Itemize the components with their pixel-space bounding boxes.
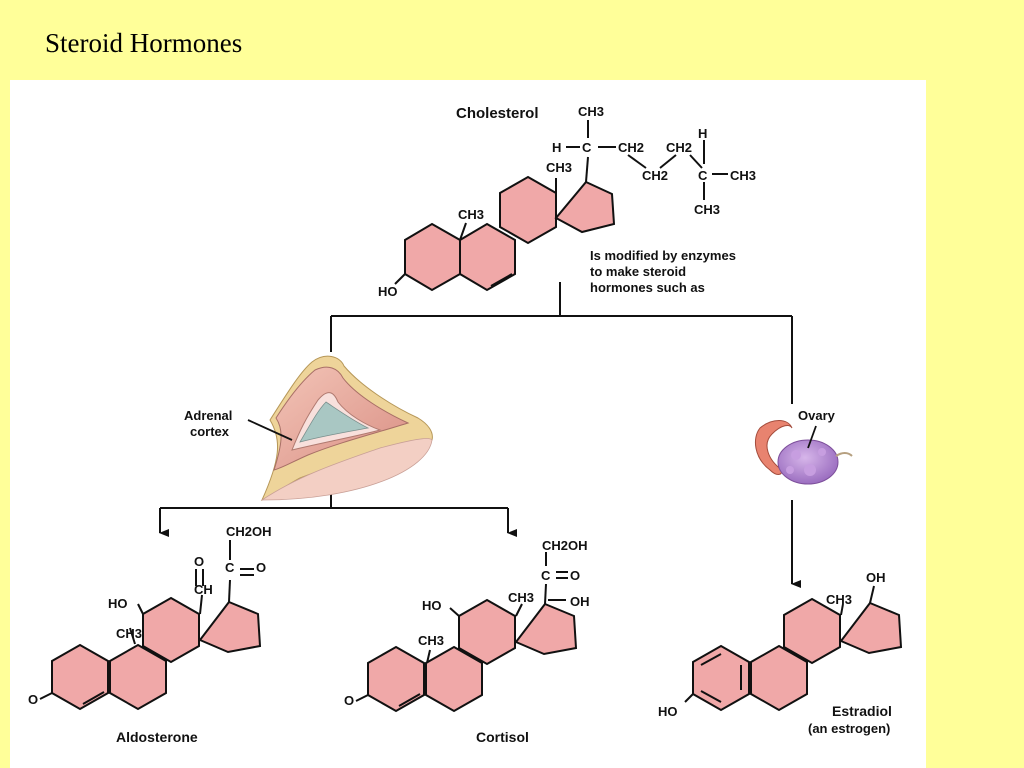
- cholesterol-c-branch: C: [582, 140, 592, 155]
- cortisol-c: C: [541, 568, 551, 583]
- cholesterol-ring-a: [404, 222, 461, 292]
- adrenal-label-line-2: cortex: [190, 424, 230, 439]
- aldosterone-ch3: CH3: [116, 626, 142, 641]
- aldosterone-ring-a: [51, 643, 109, 711]
- estradiol-ring-b: [750, 644, 808, 712]
- caption-line-2: to make steroid: [590, 264, 686, 279]
- aldosterone-o-ring: O: [28, 692, 38, 707]
- aldosterone-label: Aldosterone: [116, 729, 198, 745]
- cortisol-ch2oh: CH2OH: [542, 538, 588, 553]
- pathway-lines: [159, 282, 801, 588]
- adrenal-label-line-1: Adrenal: [184, 408, 232, 423]
- cholesterol-ho: HO: [378, 284, 398, 299]
- aldosterone-o-aldehyde: O: [194, 554, 204, 569]
- cholesterol-h-right: H: [698, 126, 707, 141]
- aldosterone-o-ketone: O: [256, 560, 266, 575]
- caption-line-3: hormones such as: [590, 280, 705, 295]
- aldosterone-structure: [39, 540, 262, 711]
- aldosterone-ring-b: [109, 643, 167, 711]
- cholesterol-structure: [394, 120, 728, 292]
- ovary-illustration: [754, 420, 853, 485]
- cholesterol-ch2-a: CH2: [618, 140, 644, 155]
- cortisol-ch3-c18: CH3: [508, 590, 534, 605]
- aldosterone-c: C: [225, 560, 235, 575]
- estradiol-oh: OH: [866, 570, 886, 585]
- cortisol-o-ring: O: [344, 693, 354, 708]
- aldosterone-ch2oh: CH2OH: [226, 524, 272, 539]
- aldosterone-ch: CH: [194, 582, 213, 597]
- caption-line-1: Is modified by enzymes: [590, 248, 736, 263]
- estradiol-ring-d: [839, 601, 903, 655]
- estradiol-ring-c: [783, 597, 841, 665]
- cholesterol-ch3-c19: CH3: [458, 207, 484, 222]
- slide-title: Steroid Hormones: [45, 28, 243, 58]
- cortisol-label: Cortisol: [476, 729, 529, 745]
- cortisol-ring-a: [367, 645, 425, 713]
- ovary-label: Ovary: [798, 408, 836, 423]
- cholesterol-c-terminal: C: [698, 168, 708, 183]
- cortisol-structure: [355, 552, 578, 713]
- cortisol-oh: OH: [570, 594, 590, 609]
- cholesterol-ch2-b: CH2: [642, 168, 668, 183]
- cortisol-ring-b: [425, 645, 483, 713]
- estradiol-structure: [684, 585, 903, 712]
- cholesterol-ch3-right: CH3: [730, 168, 756, 183]
- cholesterol-ch2-c: CH2: [666, 140, 692, 155]
- estradiol-ch3: CH3: [826, 592, 852, 607]
- cholesterol-h-left: H: [552, 140, 561, 155]
- cortisol-ch3-c19: CH3: [418, 633, 444, 648]
- cortisol-ring-d: [514, 602, 578, 656]
- cholesterol-ch3-bottom: CH3: [694, 202, 720, 217]
- cholesterol-ring-d: [554, 180, 616, 234]
- cholesterol-ring-b: [459, 222, 516, 292]
- cortisol-o-ketone: O: [570, 568, 580, 583]
- cholesterol-ch3-top: CH3: [578, 104, 604, 119]
- aldosterone-ho: HO: [108, 596, 128, 611]
- aldosterone-ring-d: [198, 600, 262, 654]
- estradiol-ho: HO: [658, 704, 678, 719]
- estradiol-subtitle: (an estrogen): [808, 721, 890, 736]
- cholesterol-label: Cholesterol: [456, 105, 539, 122]
- cholesterol-ch3-c18: CH3: [546, 160, 572, 175]
- adrenal-cortex-illustration: [247, 355, 433, 501]
- cholesterol-ring-c: [499, 175, 557, 245]
- cortisol-ho: HO: [422, 598, 442, 613]
- estradiol-label: Estradiol: [832, 703, 892, 719]
